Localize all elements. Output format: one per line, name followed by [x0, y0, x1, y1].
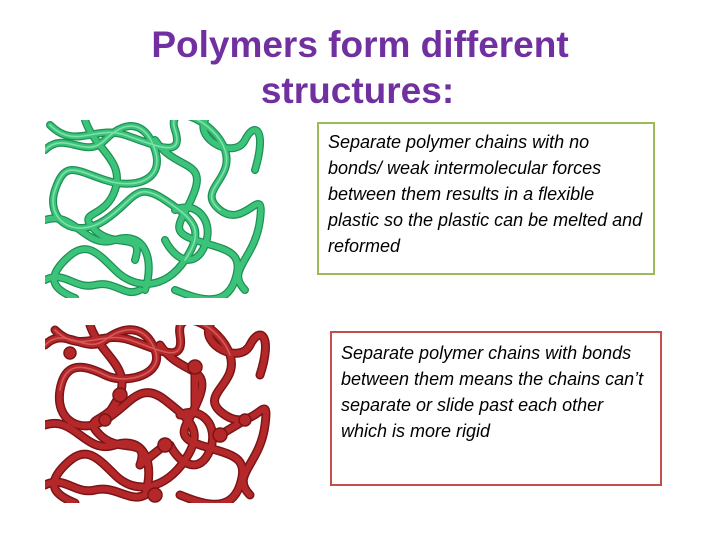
slide-title: Polymers form different structures: — [0, 22, 720, 114]
red-crosslinked-polymer-image — [45, 325, 271, 503]
thermoset-description-text: Separate polymer chains with bonds betwe… — [341, 343, 644, 441]
thermoset-description-box: Separate polymer chains with bonds betwe… — [330, 331, 662, 486]
green-polymer-chains-image — [45, 120, 265, 298]
title-line-2: structures: — [260, 70, 455, 111]
thermoplastic-description-box: Separate polymer chains with no bonds/ w… — [317, 122, 655, 275]
thermoplastic-description-text: Separate polymer chains with no bonds/ w… — [328, 132, 643, 256]
title-line-1: Polymers form different — [151, 24, 569, 65]
